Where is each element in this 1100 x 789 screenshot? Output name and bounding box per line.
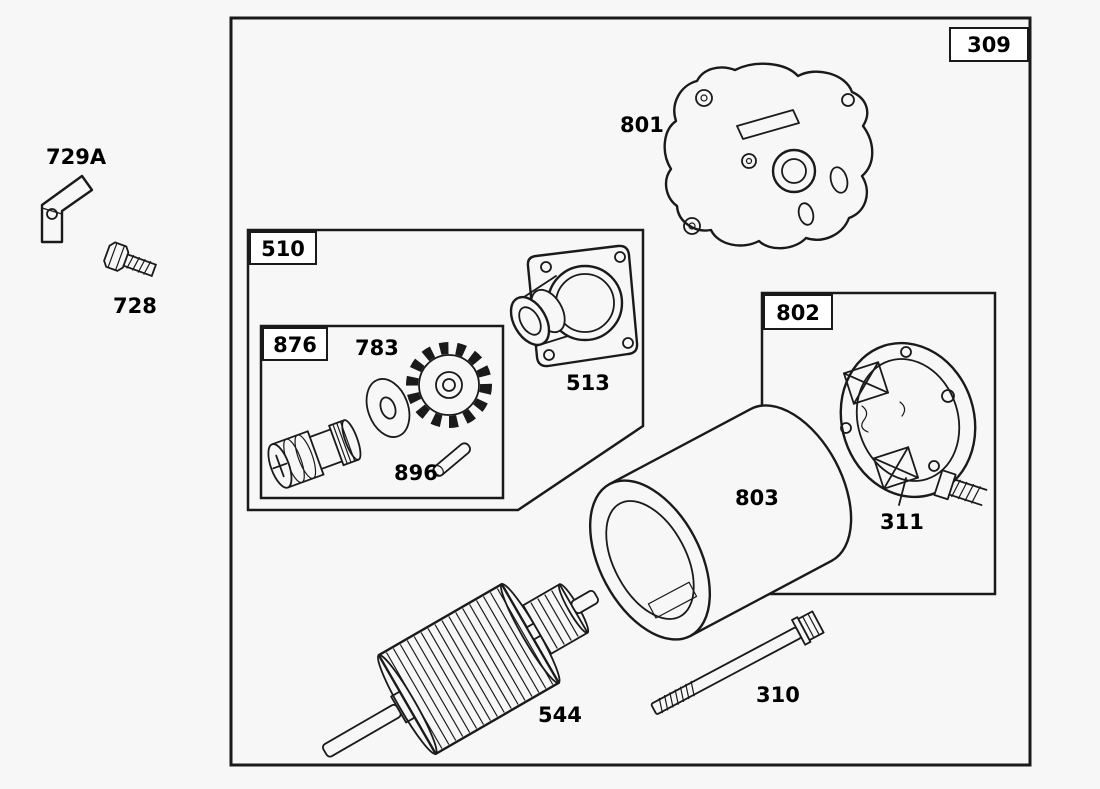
group-label-box-802: 802 [763, 294, 833, 330]
callout-729A: 729A [46, 145, 107, 169]
callout-876: 876 [273, 333, 317, 357]
pinion-gear-drawing [406, 342, 492, 428]
washer-drawing [365, 378, 411, 438]
group-label-box-876: 876 [262, 327, 328, 361]
motor-housing-drawing [588, 404, 853, 641]
callout-510: 510 [261, 237, 305, 261]
brush-end-cap-drawing [839, 341, 988, 506]
callout-783: 783 [355, 336, 399, 360]
callout-801: 801 [620, 113, 664, 137]
drive-end-cap-drawing [509, 244, 639, 368]
screw-drawing [103, 241, 157, 277]
page-ref-label: 309 [967, 33, 1011, 57]
end-plate-drawing [663, 62, 874, 250]
armature-drawing [322, 582, 600, 758]
callout-728: 728 [113, 294, 157, 318]
group-box-876 [259, 324, 505, 500]
callout-802: 802 [776, 301, 820, 325]
callout-310: 310 [756, 683, 800, 707]
group-box-510 [246, 228, 645, 512]
bracket-drawing [40, 174, 94, 244]
group-label-box-510: 510 [249, 231, 317, 265]
through-bolt-drawing [650, 610, 825, 715]
callout-311: 311 [880, 510, 924, 534]
pin-drawing [432, 442, 471, 477]
callout-803: 803 [735, 486, 779, 510]
callout-513: 513 [566, 371, 610, 395]
main-frame [229, 16, 1032, 767]
brush-assembly-leader-line [898, 477, 907, 506]
pinion-drive-drawing [267, 418, 362, 489]
page-ref-box: 309 [949, 27, 1029, 62]
callout-896: 896 [394, 461, 438, 485]
callout-544: 544 [538, 703, 582, 727]
